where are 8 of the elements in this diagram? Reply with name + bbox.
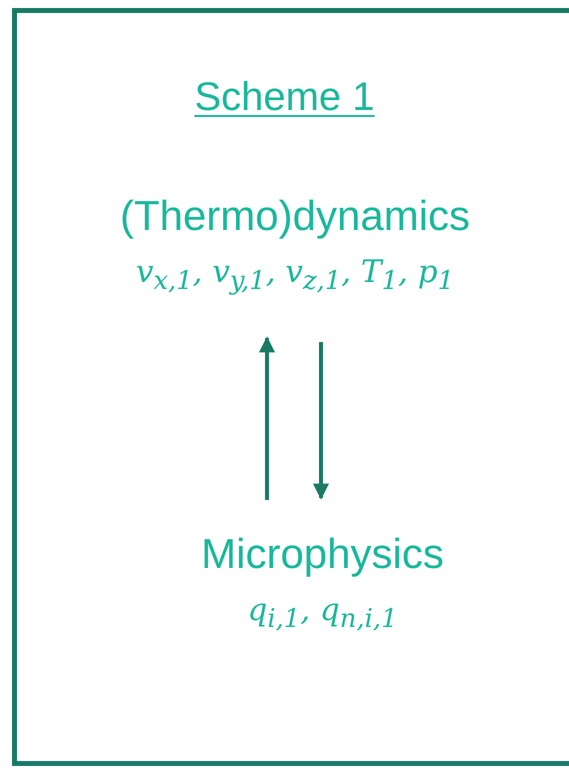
heading: (Thermo)dynamics xyxy=(118,192,472,240)
math-formula: v$_{x,1}$, v$_{y,1}$, v$_{z,1}$, T$_{1}$, p$_{1}$ xyxy=(134,254,456,296)
heading: Microphysics xyxy=(200,530,445,578)
arrow xyxy=(313,342,329,500)
scheme-frame xyxy=(12,8,569,766)
arrow xyxy=(259,336,275,500)
math-formula: q$_{i,1}$, q$_{n,i,1}$ xyxy=(246,592,399,634)
title: Scheme 1 xyxy=(194,75,375,119)
